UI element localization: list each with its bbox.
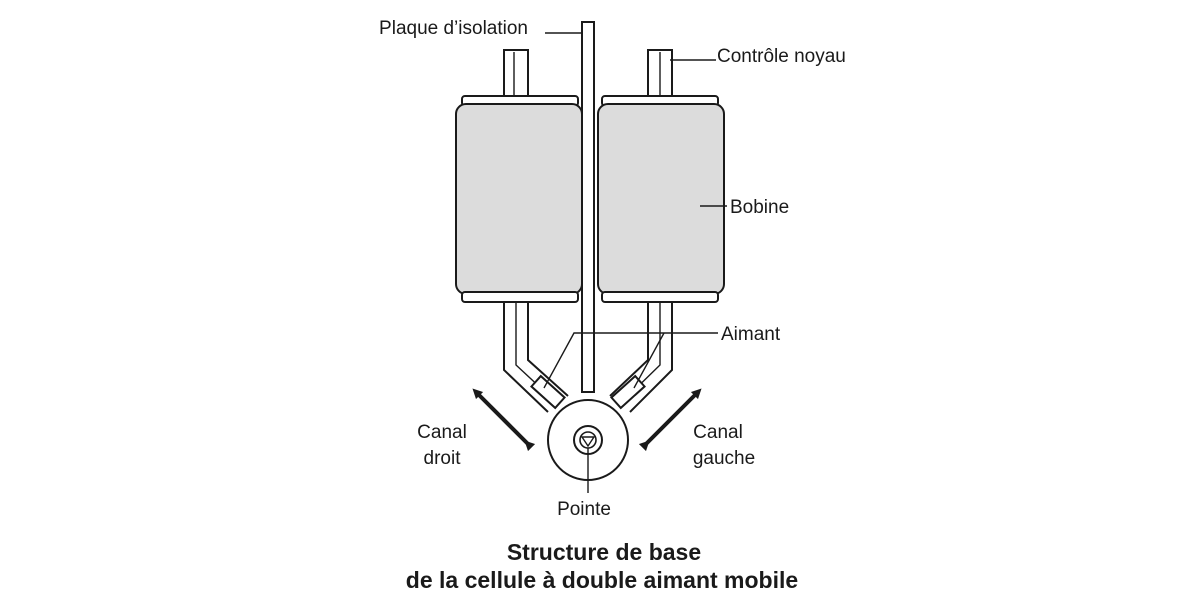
magnet-label: Aimant xyxy=(721,324,781,345)
right-coil xyxy=(597,95,725,303)
left-channel-label-line2: gauche xyxy=(693,448,755,469)
insulation-plate xyxy=(581,21,595,393)
left-core-top xyxy=(503,49,529,103)
caption-line2: de la cellule à double aimant mobile xyxy=(406,567,798,593)
left-coil xyxy=(455,95,583,303)
caption-line1: Structure de base xyxy=(507,539,701,565)
right-channel-label-line1: Canal xyxy=(417,422,467,443)
right-channel-arrow xyxy=(472,388,536,452)
stylus-tip-label: Pointe xyxy=(557,499,611,520)
left-channel-label-line1: Canal xyxy=(693,422,743,443)
right-channel-label-line2: droit xyxy=(424,448,462,469)
core-control-label: Contrôle noyau xyxy=(717,46,846,67)
right-core-top xyxy=(647,49,673,103)
insulation-plate-label: Plaque d’isolation xyxy=(379,18,528,39)
magnet-leader xyxy=(543,332,718,389)
left-magnet xyxy=(530,374,566,410)
left-channel-arrow xyxy=(638,388,702,452)
magnet-leader-right xyxy=(633,332,665,389)
coil-label: Bobine xyxy=(730,197,789,218)
